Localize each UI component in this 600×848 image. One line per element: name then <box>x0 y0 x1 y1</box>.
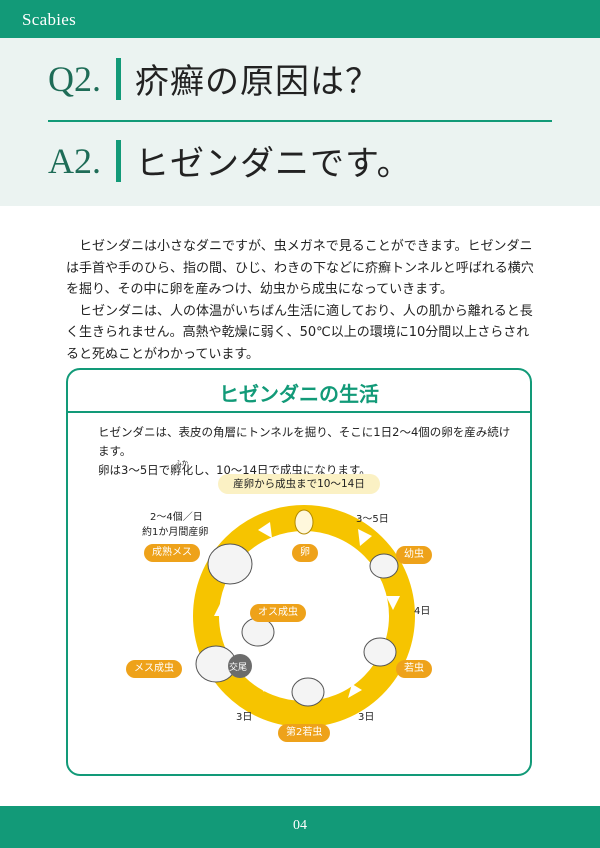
nymph-icon <box>363 637 397 667</box>
question-text: 疥癬の原因は？ <box>135 62 380 102</box>
duration-nymph-nymph2: 3日 <box>358 712 375 723</box>
panel-line-1: ヒゼンダニは、表皮の角層にトンネルを掘り、そこに1日2～4個の卵を産み続けます。 <box>98 425 511 458</box>
arrow-larva-nymph <box>386 596 400 610</box>
period-pill: 産卵から成虫まで10～14日 <box>218 474 380 494</box>
body-text: ヒゼンダニは小さなダニですが、虫メガネで見ることができます。ヒゼンダニは手首や手… <box>66 236 536 365</box>
life-cycle-diagram <box>193 505 415 727</box>
duration-larva-nymph: 4日 <box>414 606 431 617</box>
top-bar: Scabies <box>0 0 600 38</box>
tag-larva: 幼虫 <box>396 546 432 564</box>
panel-description: ヒゼンダニは、表皮の角層にトンネルを掘り、そこに1日2～4個の卵を産み続けます。… <box>98 423 518 480</box>
arrow-nymph-nymph2 <box>348 684 362 698</box>
qa-header: Q2. 疥癬の原因は？ A2. ヒゼンダニです。 <box>0 38 600 206</box>
tag-egg: 卵 <box>292 544 318 562</box>
mite-icons <box>195 543 399 707</box>
arrow-nymph2-female <box>254 678 268 692</box>
footer: 04 <box>0 806 600 848</box>
answer-row: A2. ヒゼンダニです。 <box>48 136 412 185</box>
larva-icon <box>369 553 399 579</box>
ruby-text: ふか <box>175 459 189 467</box>
body-paragraph-2: ヒゼンダニは、人の体温がいちばん生活に適しており、人の肌から離れると長く生きられ… <box>66 303 533 362</box>
male-icon <box>241 617 275 647</box>
arrow-female-mature <box>214 602 228 616</box>
egg-icon <box>294 509 314 535</box>
tag-mature-female: 成熟メス <box>144 544 200 562</box>
body-paragraph-1: ヒゼンダニは小さなダニですが、虫メガネで見ることができます。ヒゼンダニは手首や手… <box>66 239 534 297</box>
life-cycle-panel: ヒゼンダニの生活 ヒゼンダニは、表皮の角層にトンネルを掘り、そこに1日2～4個の… <box>66 368 532 776</box>
question-bar <box>116 57 121 100</box>
arrow-egg-larva <box>358 529 372 546</box>
panel-line-2-a: 卵は3～5日で <box>98 463 171 477</box>
ruby-hatch: ふか孵化 <box>170 459 194 477</box>
tag-male: オス成虫 <box>250 604 306 622</box>
tag-female: メス成虫 <box>126 660 182 678</box>
panel-divider <box>68 411 530 413</box>
answer-text: ヒゼンダニです。 <box>135 144 412 184</box>
tag-nymph: 若虫 <box>396 660 432 678</box>
panel-line-2-b: し、10～14日で成虫になります。 <box>193 463 371 477</box>
duration-egg-larva: 3～5日 <box>356 514 389 525</box>
question-number: Q2. <box>48 58 101 99</box>
qa-divider <box>48 120 552 122</box>
laying-period: 約1か月間産卵 <box>142 527 209 538</box>
mating-label: 交尾 <box>229 663 248 673</box>
answer-bar <box>116 139 121 182</box>
page-number: 04 <box>293 818 307 833</box>
panel-line-2: 卵は3～5日でふか孵化し、10～14日で成虫になります。 <box>98 459 518 480</box>
cycle-arrows <box>214 522 400 698</box>
arrow-mature-egg <box>258 522 272 538</box>
answer-number: A2. <box>48 140 101 181</box>
ruby-base: 孵化 <box>170 463 194 477</box>
tag-nymph2: 第2若虫 <box>278 724 331 742</box>
nymph2-icon <box>291 677 325 707</box>
brand-label: Scabies <box>22 10 77 29</box>
mature-female-icon <box>207 543 253 585</box>
question-row: Q2. 疥癬の原因は？ <box>48 54 380 103</box>
mating-badge <box>228 654 252 678</box>
duration-nymph2-adult: 3日 <box>236 712 253 723</box>
laying-rate: 2～4個／日 <box>150 512 203 523</box>
panel-title: ヒゼンダニの生活 <box>219 382 379 406</box>
